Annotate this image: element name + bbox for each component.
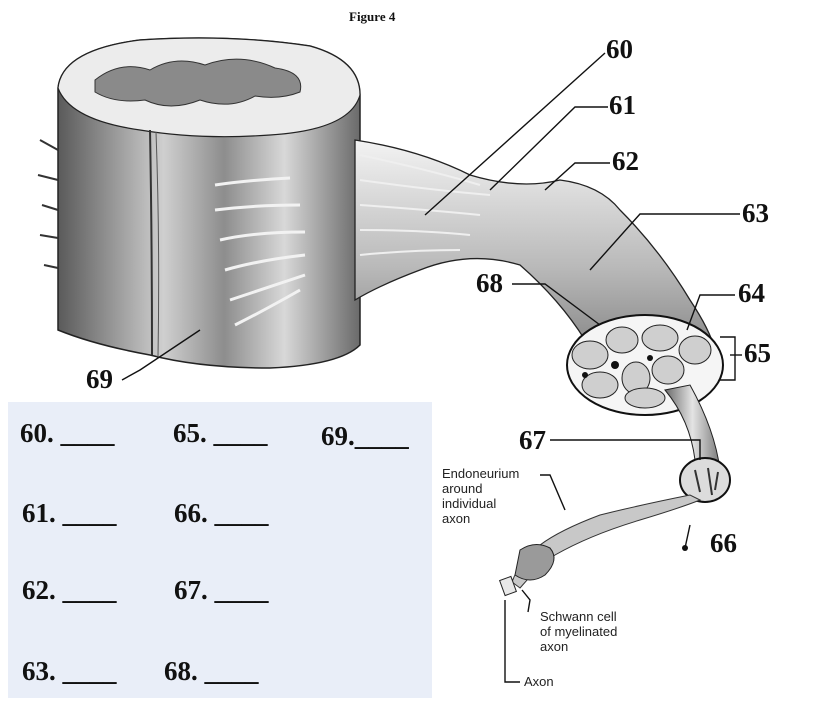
axon-detail: [500, 495, 700, 596]
answer-blank-61[interactable]: 61. ____: [22, 500, 117, 527]
fascicle: [665, 385, 730, 502]
label-60: 60: [606, 36, 633, 63]
figure-title: Figure 4: [349, 9, 395, 25]
label-64: 64: [738, 280, 765, 307]
answer-blank-69[interactable]: 69.____: [321, 423, 409, 450]
spinal-cord: [38, 38, 360, 368]
label-68: 68: [476, 270, 503, 297]
label-66: 66: [710, 530, 737, 557]
answer-blank-67[interactable]: 67. ____: [174, 577, 269, 604]
answer-blank-65[interactable]: 65. ____: [173, 420, 268, 447]
label-63: 63: [742, 200, 769, 227]
answer-blank-68[interactable]: 68. ____: [164, 658, 259, 685]
nerve-cross-section: [567, 315, 723, 415]
endoneurium-label: Endoneurium around individual axon: [442, 467, 519, 527]
label-67: 67: [519, 427, 546, 454]
pointer-dot-66: [682, 545, 688, 551]
axon-label: Axon: [524, 675, 554, 690]
label-69: 69: [86, 366, 113, 393]
label-62: 62: [612, 148, 639, 175]
answer-blank-66[interactable]: 66. ____: [174, 500, 269, 527]
label-61: 61: [609, 92, 636, 119]
answer-blank-60[interactable]: 60. ____: [20, 420, 115, 447]
schwann-cell-label: Schwann cell of myelinated axon: [540, 610, 617, 655]
label-65: 65: [744, 340, 771, 367]
answer-blank-63[interactable]: 63. ____: [22, 658, 117, 685]
answer-blank-62[interactable]: 62. ____: [22, 577, 117, 604]
